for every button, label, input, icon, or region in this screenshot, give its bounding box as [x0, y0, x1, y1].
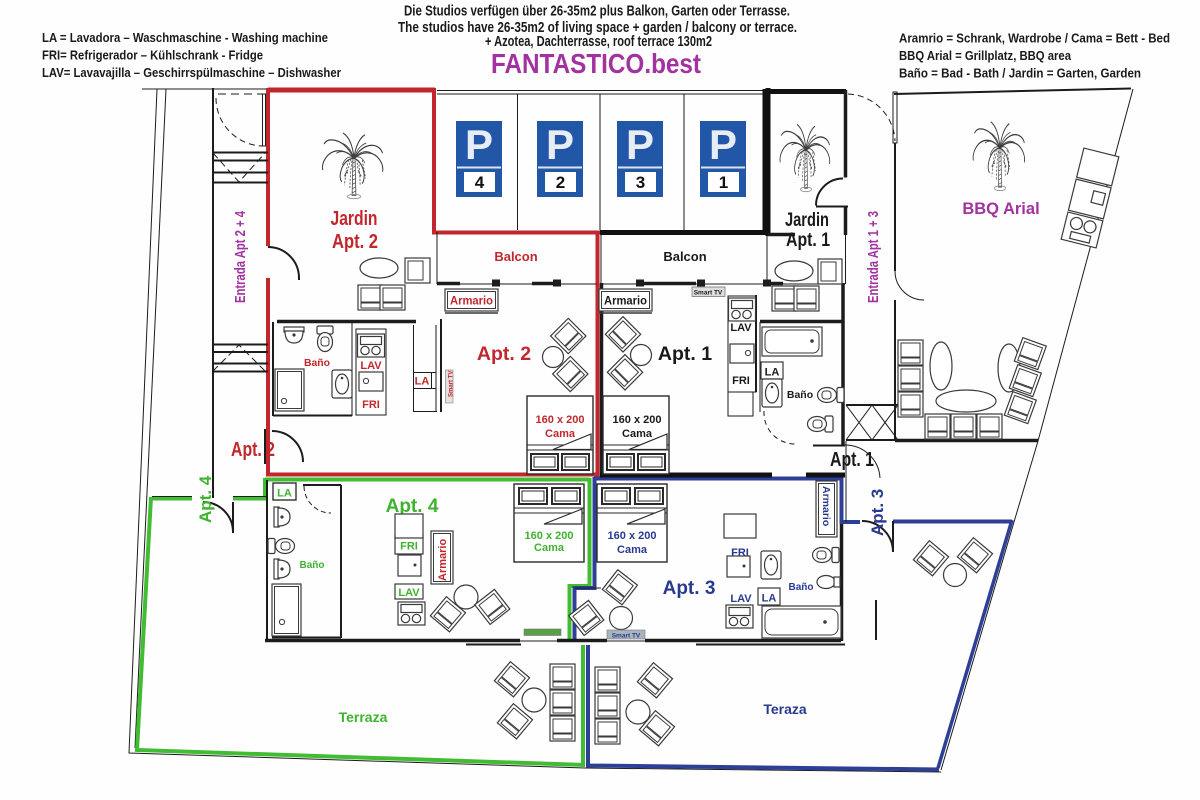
svg-text:Die Studios verfügen über 26-3: Die Studios verfügen über 26-35m2 plus B… [404, 4, 790, 20]
svg-text:Teraza: Teraza [763, 701, 807, 717]
svg-text:Entrada Apt 2 + 4: Entrada Apt 2 + 4 [232, 211, 249, 303]
svg-text:Apt. 3: Apt. 3 [868, 489, 887, 536]
svg-text:Baño: Baño [304, 357, 330, 369]
svg-text:Apt. 1: Apt. 1 [658, 343, 712, 365]
svg-text:LAV: LAV [398, 587, 420, 599]
svg-text:BBQ Arial = Grillplatz, BBQ ar: BBQ Arial = Grillplatz, BBQ area [899, 48, 1072, 63]
svg-text:Apt. 2: Apt. 2 [231, 439, 275, 461]
svg-text:LA: LA [277, 488, 292, 500]
svg-text:160 x 200: 160 x 200 [536, 414, 585, 426]
svg-text:Cama: Cama [622, 428, 653, 440]
svg-text:Balcon: Balcon [663, 249, 706, 264]
svg-text:FANTASTICO.best: FANTASTICO.best [491, 48, 701, 79]
svg-text:Baño: Baño [787, 389, 813, 401]
svg-text:LA: LA [415, 376, 430, 388]
svg-text:Apt. 1: Apt. 1 [830, 449, 874, 471]
svg-text:LAV: LAV [730, 322, 752, 334]
svg-text:Apt. 4: Apt. 4 [386, 496, 439, 517]
svg-text:160 x 200: 160 x 200 [613, 414, 662, 426]
svg-text:The studios have 26-35m2 of li: The studios have 26-35m2 of living space… [398, 20, 797, 36]
svg-text:Armario: Armario [450, 296, 493, 308]
svg-text:Apt. 2: Apt. 2 [332, 231, 378, 253]
svg-text:160 x 200: 160 x 200 [608, 530, 657, 542]
svg-text:P: P [709, 121, 737, 168]
svg-text:LA = Lavadora – Waschmaschine: LA = Lavadora – Waschmaschine - Washing … [42, 30, 328, 45]
svg-text:Armario: Armario [604, 296, 647, 308]
svg-text:Baño: Baño [789, 582, 814, 593]
svg-text:Apt. 4: Apt. 4 [196, 475, 215, 523]
svg-text:Balcon: Balcon [494, 249, 537, 264]
svg-text:Cama: Cama [617, 544, 648, 556]
svg-text:LAV= Lavavajilla – Geschirrspü: LAV= Lavavajilla – Geschirrspülmaschine … [42, 65, 341, 80]
svg-text:P: P [626, 121, 654, 168]
svg-text:LA: LA [765, 367, 780, 379]
svg-text:LAV: LAV [360, 360, 382, 372]
svg-text:1: 1 [719, 173, 728, 192]
svg-text:Smart TV: Smart TV [449, 371, 455, 397]
svg-text:Apt. 1: Apt. 1 [786, 230, 830, 251]
svg-text:Jardin: Jardin [331, 208, 378, 230]
svg-text:Armario: Armario [437, 539, 449, 581]
svg-text:Baño = Bad - Bath / Jardin =: Baño = Bad - Bath / Jardin = Garten, Gar… [899, 66, 1141, 81]
svg-text:FRI: FRI [732, 375, 750, 387]
svg-text:2: 2 [556, 173, 565, 192]
svg-text:Entrada Apt 1 + 3: Entrada Apt 1 + 3 [865, 211, 882, 303]
svg-text:Cama: Cama [545, 428, 576, 440]
svg-text:Armario: Armario [820, 486, 832, 526]
svg-text:Terraza: Terraza [339, 709, 388, 725]
svg-text:160 x 200: 160 x 200 [525, 530, 574, 542]
svg-text:P: P [546, 121, 574, 168]
svg-text:Jardin: Jardin [785, 210, 829, 231]
svg-text:FRI= Refrigerador – Kühlschran: FRI= Refrigerador – Kühlschrank - Fridge [42, 48, 263, 63]
svg-text:Smart TV: Smart TV [694, 290, 723, 297]
svg-text:FRI: FRI [400, 541, 418, 553]
svg-text:Apt. 3: Apt. 3 [663, 578, 716, 599]
svg-text:Smart TV: Smart TV [612, 633, 641, 640]
svg-text:3: 3 [636, 173, 645, 192]
svg-text:LAV: LAV [730, 593, 752, 605]
svg-text:LA: LA [762, 593, 777, 605]
svg-text:Cama: Cama [534, 542, 565, 554]
svg-text:Baño: Baño [300, 560, 325, 571]
svg-text:+ Azotea, Dachterrasse, roof t: + Azotea, Dachterrasse, roof terrace 130… [485, 34, 712, 50]
svg-text:Aramrio = Schrank, Wardrobe /: Aramrio = Schrank, Wardrobe / Cama = Bet… [899, 31, 1170, 46]
svg-text:BBQ Arial: BBQ Arial [962, 200, 1039, 218]
svg-text:Apt. 2: Apt. 2 [477, 343, 531, 365]
svg-text:FRI: FRI [362, 399, 380, 411]
